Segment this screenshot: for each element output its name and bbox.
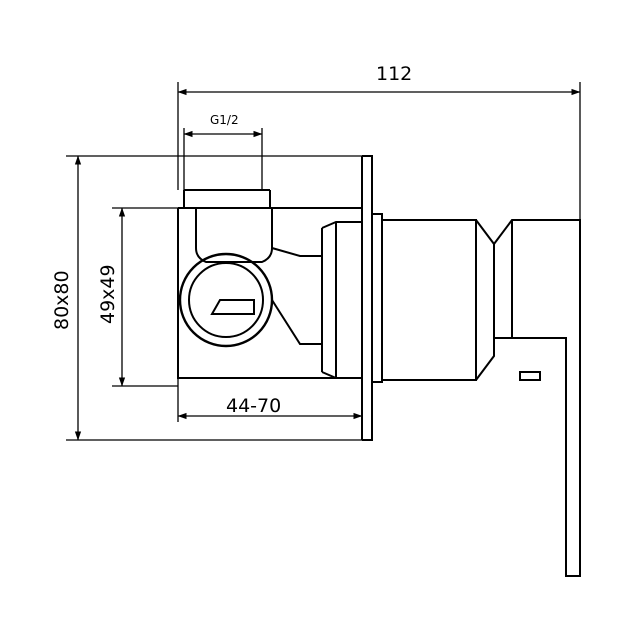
cartridge-neck	[321, 221, 362, 379]
wall-plate	[361, 155, 383, 441]
dimension-thread: G1/2	[183, 113, 263, 190]
handle-body	[382, 219, 581, 577]
dimension-label-80x80: 80x80	[51, 270, 73, 330]
dimension-overall-depth: 112	[177, 63, 581, 220]
outlet-port	[178, 252, 274, 348]
dimension-label-44-70: 44-70	[226, 395, 281, 417]
dimension-wall-depth: 44-70	[177, 378, 363, 440]
dimension-plate-height: 80x80	[51, 155, 362, 441]
dimension-body-height: 49x49	[97, 207, 178, 387]
dimension-label-112: 112	[376, 63, 412, 85]
dimension-label-thread: G1/2	[210, 113, 239, 127]
dimension-label-49x49: 49x49	[97, 264, 119, 324]
